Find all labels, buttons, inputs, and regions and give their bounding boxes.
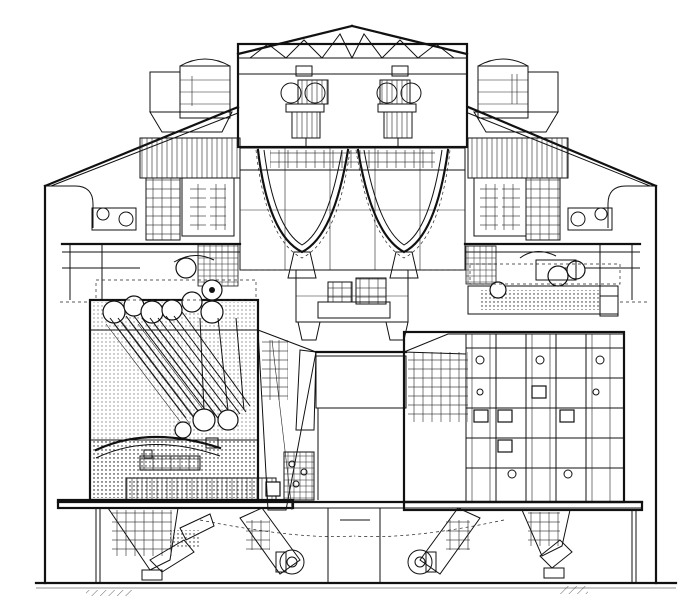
right-boiler-foundation: [402, 500, 644, 583]
roof-fan-housing-left: [149, 58, 233, 133]
side-ducts: [45, 185, 656, 231]
right-boiler-casing: [402, 330, 626, 504]
left-boiler-bottom-drums: [174, 408, 239, 439]
upper-flue-block-right: [467, 137, 569, 241]
coal-bunker-right: [355, 148, 451, 279]
coal-mill-platform: [295, 269, 409, 341]
left-boiler-tube-banks: [105, 311, 251, 425]
overhead-hoist-left: [280, 65, 329, 148]
upper-flue-block-left: [139, 137, 241, 241]
ground-line: [34, 581, 678, 596]
coal-bunker-frame: [239, 147, 466, 271]
left-furnace-stoker: [94, 435, 281, 501]
right-boiler-headers: [465, 333, 625, 503]
left-boiler-top-drums: [102, 279, 224, 324]
dashed-duct-outlines: [60, 263, 650, 303]
overhead-hoist-right: [376, 65, 422, 148]
left-boiler-foundation: [56, 498, 295, 583]
operating-floor: [56, 500, 644, 509]
coal-bunker-left: [255, 148, 351, 279]
right-boiler-inspection-doors: [473, 355, 605, 479]
right-boiler-top-drums: [173, 251, 619, 317]
central-control-bay: [283, 350, 408, 501]
central-roof-truss: [236, 24, 469, 149]
basement-ash-handling: [199, 507, 505, 583]
roof-fan-housing-right: [473, 58, 559, 133]
